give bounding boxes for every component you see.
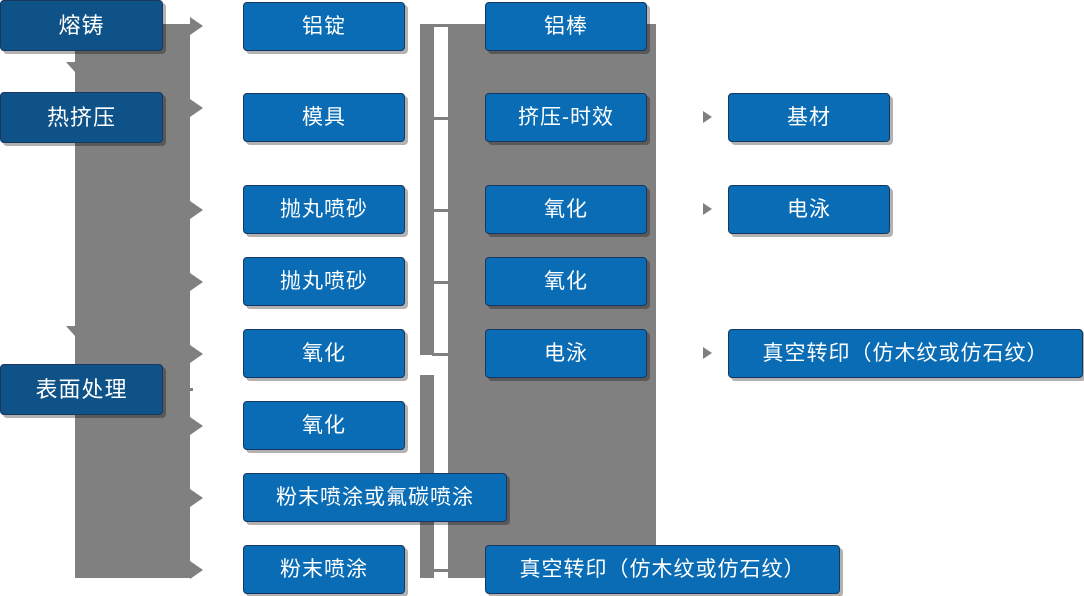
sub-label-powder-coating: 粉末喷涂 [280,558,368,581]
stub-join-3 [432,209,450,212]
stage-box-hot-extrusion[interactable]: 热挤压 [0,92,163,143]
stage-label-surface-treatment: 表面处理 [35,376,128,402]
collector-bar-upper [420,24,434,355]
detail-label-vacuum-transfer: 真空转印（仿木纹或仿石纹） [519,558,806,581]
detail-label-oxidation-2: 氧化 [544,270,588,293]
arrow-to-sub-3 [190,201,203,219]
stage-box-melt-cast[interactable]: 熔铸 [0,0,163,51]
arrow-to-sub-2 [190,99,203,117]
sub-box-oxidation-1[interactable]: 氧化 [243,329,405,378]
sub-box-powder-or-fluorocarbon[interactable]: 粉末喷涂或氟碳喷涂 [243,473,507,522]
arrow-to-sub-5 [190,345,203,363]
arrow-to-output-substrate [703,111,712,123]
output-label-electrophoresis: 电泳 [787,198,831,221]
stage-label-hot-extrusion: 热挤压 [46,104,116,130]
detail-box-electrophoresis[interactable]: 电泳 [485,329,647,378]
sub-label-shot-blasting-2: 抛丸喷砂 [280,270,368,293]
sub-label-oxidation-2: 氧化 [302,414,346,437]
sub-label-mold: 模具 [302,106,346,129]
detail-label-extrusion-aging: 挤压-时效 [518,106,614,129]
sub-label-shot-blasting-1: 抛丸喷砂 [280,198,368,221]
output-box-electrophoresis[interactable]: 电泳 [728,185,890,234]
sub-label-oxidation-1: 氧化 [302,342,346,365]
arrow-to-sub-7 [190,489,203,507]
stub-surface-treatment [163,388,193,391]
detail-box-extrusion-aging[interactable]: 挤压-时效 [485,93,647,142]
output-label-vacuum-transfer: 真空转印（仿木纹或仿石纹） [762,342,1049,365]
arrow-to-output-electrophoresis [703,203,712,215]
output-label-substrate: 基材 [787,106,831,129]
stub-join-2 [432,117,450,120]
sub-label-powder-or-fluorocarbon: 粉末喷涂或氟碳喷涂 [276,486,474,509]
stub-join-6 [432,569,450,572]
arrow-down-melt-cast [66,62,84,72]
sub-label-aluminum-ingot: 铝锭 [302,15,346,38]
detail-box-oxidation-2[interactable]: 氧化 [485,257,647,306]
sub-box-powder-coating[interactable]: 粉末喷涂 [243,545,405,594]
output-box-substrate[interactable]: 基材 [728,93,890,142]
detail-box-oxidation-1[interactable]: 氧化 [485,185,647,234]
sub-box-shot-blasting-2[interactable]: 抛丸喷砂 [243,257,405,306]
stub-join-5 [432,353,450,356]
arrow-to-sub-6 [190,417,203,435]
sub-box-oxidation-2[interactable]: 氧化 [243,401,405,450]
detail-label-aluminum-bar: 铝棒 [544,15,588,38]
arrow-down-hot-extrusion [66,326,84,336]
detail-label-electrophoresis: 电泳 [544,342,588,365]
detail-label-oxidation-1: 氧化 [544,198,588,221]
stage-label-melt-cast: 熔铸 [58,12,105,38]
arrow-to-sub-1 [190,17,203,35]
sub-box-shot-blasting-1[interactable]: 抛丸喷砂 [243,185,405,234]
arrow-to-sub-8 [190,561,203,579]
detail-box-vacuum-transfer[interactable]: 真空转印（仿木纹或仿石纹） [485,545,840,594]
sub-box-aluminum-ingot[interactable]: 铝锭 [243,2,405,51]
stub-join-4 [432,281,450,284]
sub-box-mold[interactable]: 模具 [243,93,405,142]
stub-join-1 [432,24,450,27]
arrow-to-sub-4 [190,273,203,291]
arrow-to-output-vacuum-transfer [703,347,712,359]
stage-box-surface-treatment[interactable]: 表面处理 [0,364,163,415]
detail-box-aluminum-bar[interactable]: 铝棒 [485,2,647,51]
output-box-vacuum-transfer[interactable]: 真空转印（仿木纹或仿石纹） [728,329,1083,378]
